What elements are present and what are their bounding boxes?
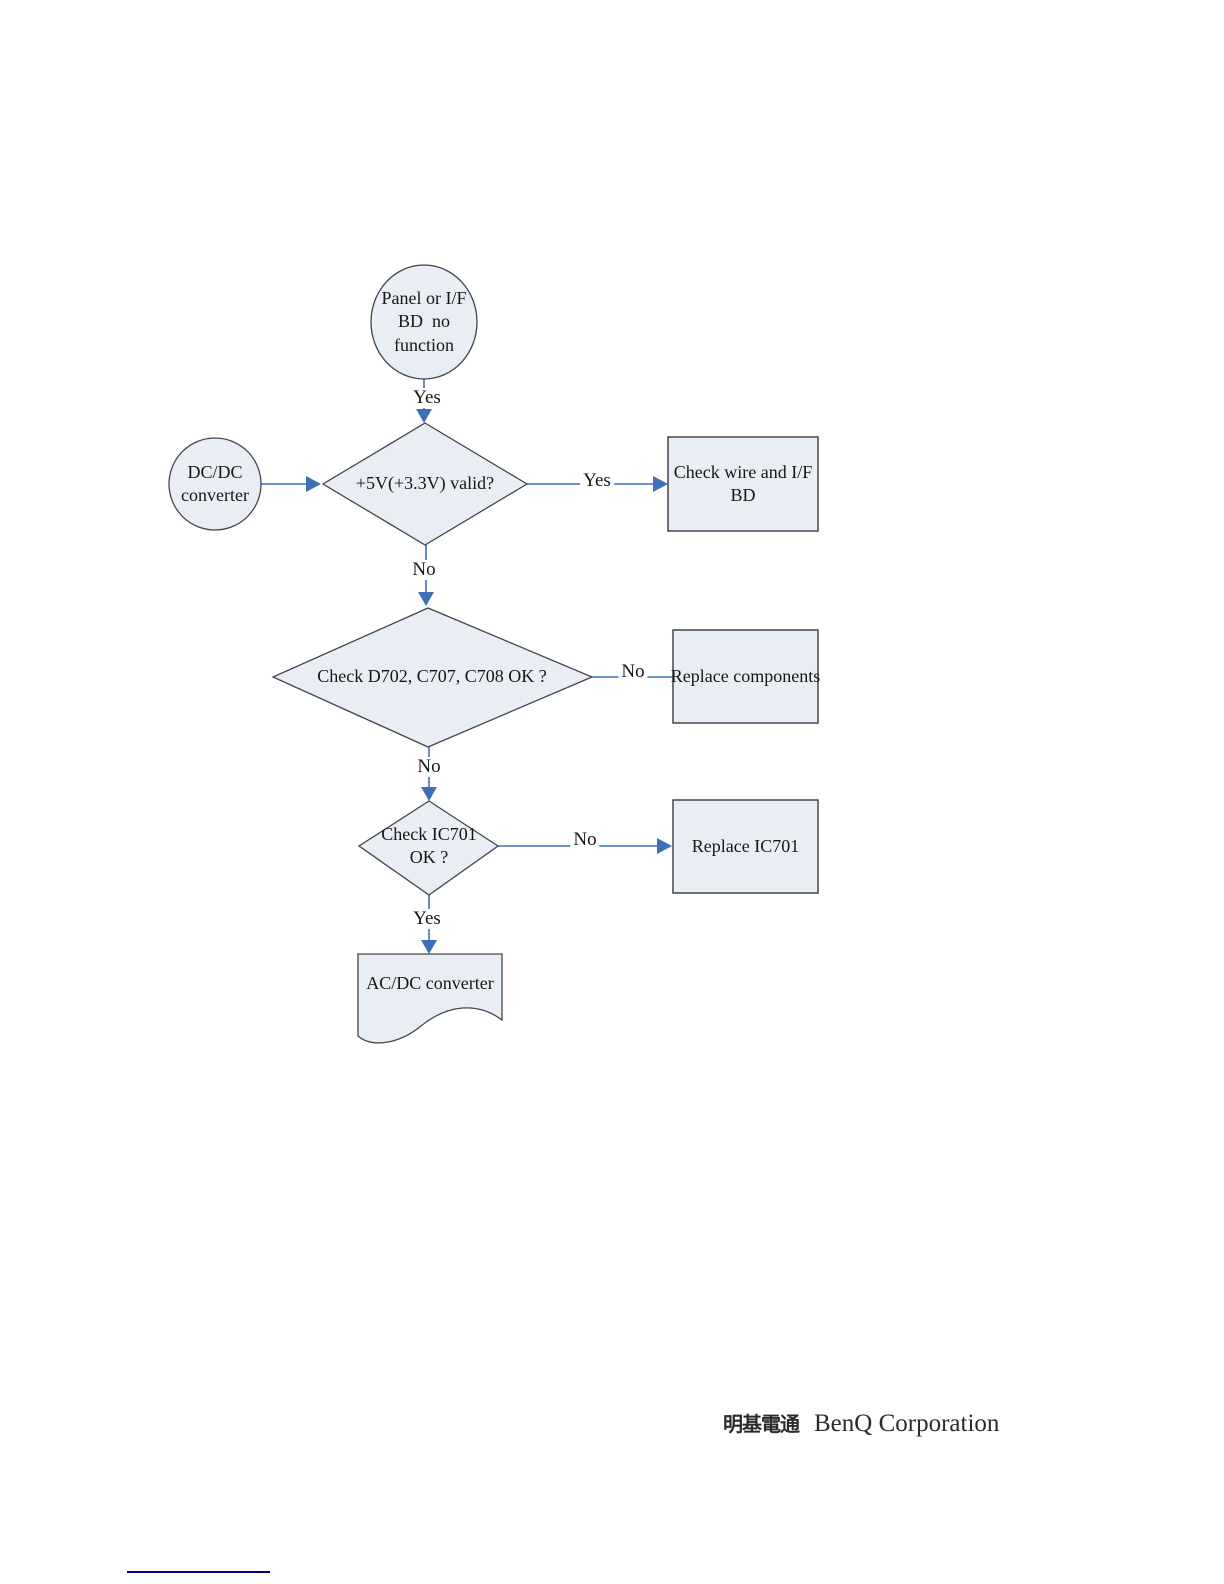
process-replace-components-label: Replace components (670, 665, 821, 686)
decision-ic701-label: Check IC701 OK ? (381, 823, 477, 867)
benq-wordmark: BenQ Corporation (814, 1410, 1000, 1437)
edge-label-d702-no-right: No (618, 662, 648, 682)
arrowhead-5v-to-d702 (418, 592, 434, 606)
start-node-label: Panel or I/F BD no function (381, 287, 467, 355)
arrowhead-ic701-to-acdc (421, 940, 437, 954)
arrowhead-ic701-to-replace (657, 838, 672, 854)
arrowhead-dc-to-5v (306, 476, 321, 492)
arrowhead-5v-to-checkwire (653, 476, 668, 492)
decision-5v-shape (321, 422, 529, 546)
edge-label-start-yes: Yes (410, 388, 444, 408)
decision-ic701-shape (357, 800, 500, 896)
edge-label-5v-yes: Yes (580, 471, 614, 491)
process-replace-ic701-shape (672, 799, 819, 894)
process-check-wire-label: Check wire and I/F BD (673, 461, 813, 505)
process-check-wire-shape (667, 436, 819, 532)
decision-d702-shape (271, 607, 594, 748)
arrowhead-d702-to-ic701 (421, 787, 437, 801)
document-acdc-label: AC/DC converter (366, 973, 494, 994)
footer-logo: 明基電通 BenQ Corporation (723, 1408, 999, 1438)
edge-label-5v-no: No (409, 560, 439, 580)
edge-label-ic701-yes: Yes (410, 909, 444, 929)
process-replace-ic701-label: Replace IC701 (691, 835, 800, 856)
footer-rule (127, 1571, 270, 1573)
arrowhead-start-to-5v (416, 409, 432, 423)
dc-converter-node-label: DC/DC converter (181, 461, 249, 505)
dc-converter-node-shape (168, 437, 262, 531)
document-acdc-shape (357, 953, 503, 1044)
decision-5v-label: +5V(+3.3V) valid? (355, 473, 495, 494)
edge-label-ic701-no: No (570, 830, 600, 850)
start-node-shape (370, 264, 478, 380)
decision-d702-label: Check D702, C707, C708 OK ? (317, 666, 547, 687)
benq-cjk-logo: 明基電通 (723, 1412, 800, 1436)
edge-label-d702-no-down: No (414, 757, 444, 777)
process-replace-components-shape (672, 629, 819, 724)
